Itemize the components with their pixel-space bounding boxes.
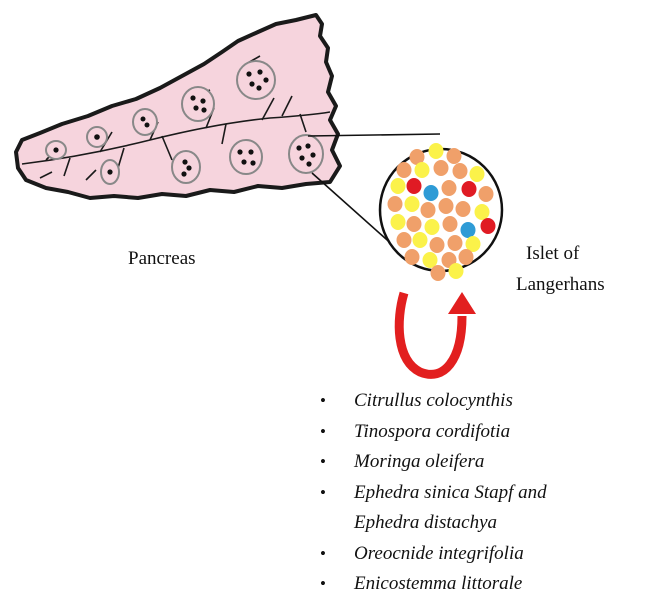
plant-name: Moringa oleifera: [354, 451, 484, 472]
islet-cell: [434, 160, 449, 176]
plant-name: Enicostemma littorale: [354, 573, 522, 594]
islet-cell: [391, 178, 406, 194]
plant-list-item: • Ephedra sinica Stapf and: [318, 478, 547, 509]
islet-magnified: [380, 143, 502, 281]
islet-cell: [405, 196, 420, 212]
islet-cell: [415, 162, 430, 178]
pancreas-label: Pancreas: [128, 248, 196, 270]
islet-cell: [442, 180, 457, 196]
islet-label-line1: Islet of: [516, 238, 605, 269]
plant-list-item: • Tinospora cordifotia: [318, 417, 547, 448]
islet-cell: [479, 186, 494, 202]
islet-cell: [462, 181, 477, 197]
islet-cell: [447, 148, 462, 164]
islet-cell: [443, 216, 458, 232]
plant-name: Tinospora cordifotia: [354, 421, 510, 442]
islet-cell: [405, 249, 420, 265]
islet-medium: [172, 151, 200, 183]
islet-large: [237, 61, 275, 99]
islet-cell: [424, 185, 439, 201]
islet-cell: [421, 202, 436, 218]
plant-list-item: Ephedra distachya: [318, 508, 547, 539]
bullet-icon: •: [320, 386, 326, 417]
bullet-icon: •: [320, 569, 326, 600]
islet-cell: [439, 198, 454, 214]
plant-name: Ephedra sinica Stapf and: [354, 482, 547, 503]
islet-cell: [397, 232, 412, 248]
plant-list: • Citrullus colocynthis • Tinospora cordifo…: [318, 386, 547, 600]
islet-cell: [470, 166, 485, 182]
islet-small: [133, 109, 157, 135]
islet-cell: [407, 178, 422, 194]
plant-name: Ephedra distachya: [354, 512, 497, 533]
plant-list-item: • Oreocnide integrifolia: [318, 539, 547, 570]
bullet-icon: •: [320, 478, 326, 509]
islet-cell: [461, 222, 476, 238]
islet-cell: [449, 263, 464, 279]
islet-cell: [459, 249, 474, 265]
islet-cell: [391, 214, 406, 230]
bullet-icon: •: [320, 417, 326, 448]
islet-cell: [448, 235, 463, 251]
islet-small: [101, 160, 119, 184]
bullet-icon: •: [320, 447, 326, 478]
islet-cell: [407, 216, 422, 232]
islet-label: Islet of Langerhans: [516, 238, 605, 300]
islet-small: [46, 141, 66, 159]
islet-cell: [453, 163, 468, 179]
islet-cell: [429, 143, 444, 159]
islet-cell: [481, 218, 496, 234]
islet-highlighted: [289, 135, 323, 173]
plant-list-item: • Citrullus colocynthis: [318, 386, 547, 417]
plant-list-item: • Moringa oleifera: [318, 447, 547, 478]
curved-arrow: [399, 292, 476, 374]
islet-cell: [413, 232, 428, 248]
islet-cell: [456, 201, 471, 217]
plant-name: Oreocnide integrifolia: [354, 543, 524, 564]
islet-cell: [397, 162, 412, 178]
islet-medium: [182, 87, 214, 121]
islet-cell: [475, 204, 490, 220]
bullet-icon: •: [320, 539, 326, 570]
islet-cell: [425, 219, 440, 235]
islet-small: [87, 127, 107, 147]
islet-label-line2: Langerhans: [516, 269, 605, 300]
islet-cell: [388, 196, 403, 212]
plant-list-item: • Enicostemma littorale: [318, 569, 547, 600]
islet-medium: [230, 140, 262, 174]
plant-name: Citrullus colocynthis: [354, 390, 513, 411]
islet-cell: [430, 237, 445, 253]
islet-cell: [431, 265, 446, 281]
